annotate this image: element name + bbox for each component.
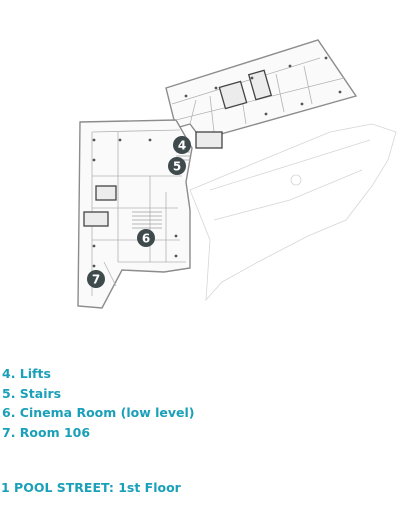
legend-item-cinema-room: 6. Cinema Room (low level) — [2, 405, 195, 420]
marker-5-number: 5 — [173, 160, 181, 174]
marker-6-number: 6 — [142, 232, 150, 246]
structural-columns — [92, 56, 342, 268]
marker-7-number: 7 — [92, 273, 100, 287]
marker-4: 4 — [173, 136, 191, 154]
legend-item-room-106: 7. Room 106 — [2, 424, 91, 440]
marker-6: 6 — [137, 229, 155, 247]
building-outline — [77, 39, 358, 309]
marker-5: 5 — [168, 157, 186, 175]
building-cores — [83, 69, 273, 227]
adjacent-site-outline — [189, 123, 397, 302]
marker-7: 7 — [87, 270, 105, 288]
floor-caption: 1 POOL STREET: 1st Floor — [1, 480, 181, 495]
legend-item-lifts: 4. Lifts — [2, 366, 51, 381]
legend-item-stairs: 5. Stairs — [2, 385, 62, 401]
legend: 4. Lifts 5. Stairs 6. Cinema Room (low l… — [2, 364, 195, 442]
marker-4-number: 4 — [178, 139, 186, 153]
floor-plan: 4 5 6 7 — [77, 39, 397, 309]
stair-hatching — [132, 151, 190, 229]
